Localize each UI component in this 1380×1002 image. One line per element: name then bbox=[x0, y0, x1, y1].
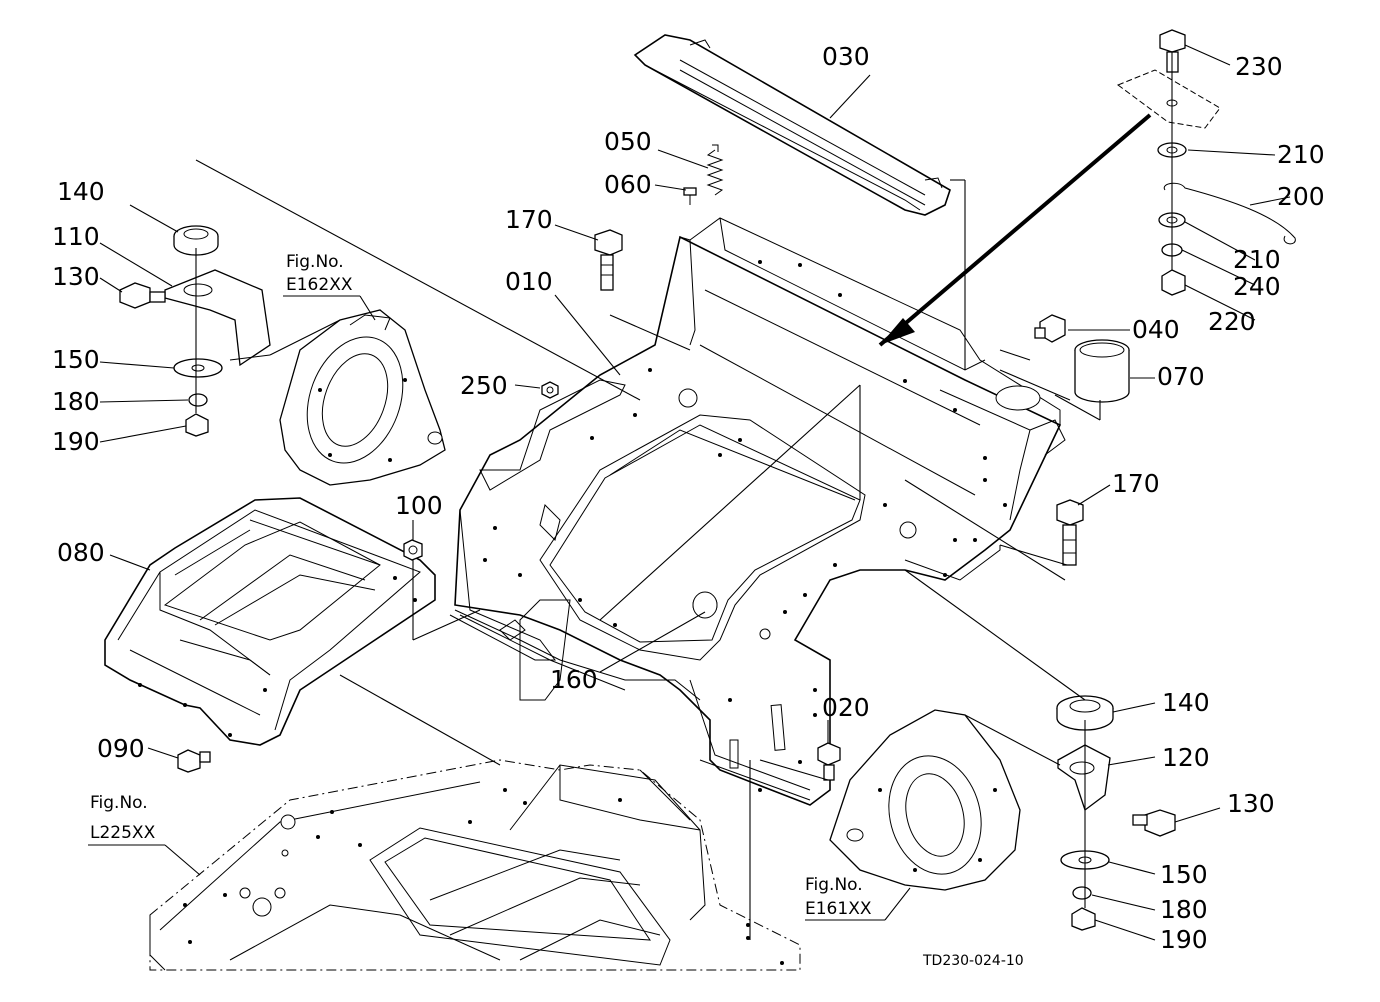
figref-e162-label: Fig.No. bbox=[286, 252, 344, 272]
callout-190-left: 190 bbox=[52, 427, 100, 456]
grommet-160-drawing bbox=[692, 591, 718, 619]
callout-240: 240 bbox=[1233, 272, 1281, 301]
callout-130-right: 130 bbox=[1227, 789, 1275, 818]
callout-220: 220 bbox=[1208, 307, 1256, 336]
drawing-code: TD230-024-10 bbox=[922, 953, 1024, 969]
callout-110: 110 bbox=[52, 222, 100, 251]
spring-050-drawing bbox=[706, 144, 724, 196]
callout-080: 080 bbox=[57, 538, 105, 567]
callout-150-right: 150 bbox=[1160, 860, 1208, 889]
callout-180-left: 180 bbox=[52, 387, 100, 416]
housing-e162-drawing bbox=[279, 309, 446, 486]
callout-020: 020 bbox=[822, 693, 870, 722]
callout-070: 070 bbox=[1157, 362, 1205, 391]
housing-e161-drawing bbox=[829, 709, 1021, 891]
callout-100: 100 bbox=[395, 491, 443, 520]
frame-010-drawing bbox=[449, 217, 1066, 806]
nut-250-drawing bbox=[541, 381, 559, 399]
leader-lines bbox=[88, 44, 1291, 941]
callout-130-left: 130 bbox=[52, 262, 100, 291]
figref-e162-code: E162XX bbox=[286, 275, 353, 295]
floor-plate-080-drawing bbox=[104, 497, 436, 746]
figref-l225-code: L225XX bbox=[90, 823, 156, 843]
isolator-stack-left-drawing bbox=[119, 225, 271, 437]
bolt-090-drawing bbox=[177, 749, 211, 773]
callout-200: 200 bbox=[1277, 182, 1325, 211]
callout-170-right: 170 bbox=[1112, 469, 1160, 498]
bolt-170-top-drawing bbox=[594, 229, 623, 291]
callout-210-top: 210 bbox=[1277, 140, 1325, 169]
callout-190-right: 190 bbox=[1160, 925, 1208, 954]
callout-050: 050 bbox=[604, 127, 652, 156]
callout-250: 250 bbox=[460, 371, 508, 400]
callout-160: 160 bbox=[550, 665, 598, 694]
callout-210-bottom: 210 bbox=[1233, 245, 1281, 274]
callout-090: 090 bbox=[97, 734, 145, 763]
isolator-stack-right-drawing bbox=[1056, 695, 1176, 931]
callout-010: 010 bbox=[505, 267, 553, 296]
figure-references: Fig.No. E162XX Fig.No. L225XX Fig.No. E1… bbox=[90, 252, 872, 919]
figref-l225-label: Fig.No. bbox=[90, 793, 148, 813]
bushing-070-drawing bbox=[1074, 339, 1130, 403]
callout-040: 040 bbox=[1132, 315, 1180, 344]
callout-030: 030 bbox=[822, 42, 870, 71]
callout-170-top: 170 bbox=[505, 205, 553, 234]
callout-150-left: 150 bbox=[52, 345, 100, 374]
callout-120: 120 bbox=[1162, 743, 1210, 772]
figref-e161-code: E161XX bbox=[805, 899, 872, 919]
callout-060: 060 bbox=[604, 170, 652, 199]
callout-140-right: 140 bbox=[1162, 688, 1210, 717]
bolt-170-right-drawing bbox=[1056, 499, 1084, 566]
callout-230: 230 bbox=[1235, 52, 1283, 81]
nut-100-drawing bbox=[403, 539, 423, 561]
figref-e161-label: Fig.No. bbox=[805, 875, 863, 895]
callout-140-left: 140 bbox=[57, 177, 105, 206]
callout-labels: 030 050 060 170 010 040 070 250 170 100 … bbox=[52, 42, 1325, 954]
cover-plate-030-drawing bbox=[633, 34, 951, 216]
chassis-frame-drawing bbox=[149, 759, 801, 971]
callout-180-right: 180 bbox=[1160, 895, 1208, 924]
bolt-060-drawing bbox=[683, 187, 697, 205]
bolt-040-drawing bbox=[1034, 314, 1066, 343]
